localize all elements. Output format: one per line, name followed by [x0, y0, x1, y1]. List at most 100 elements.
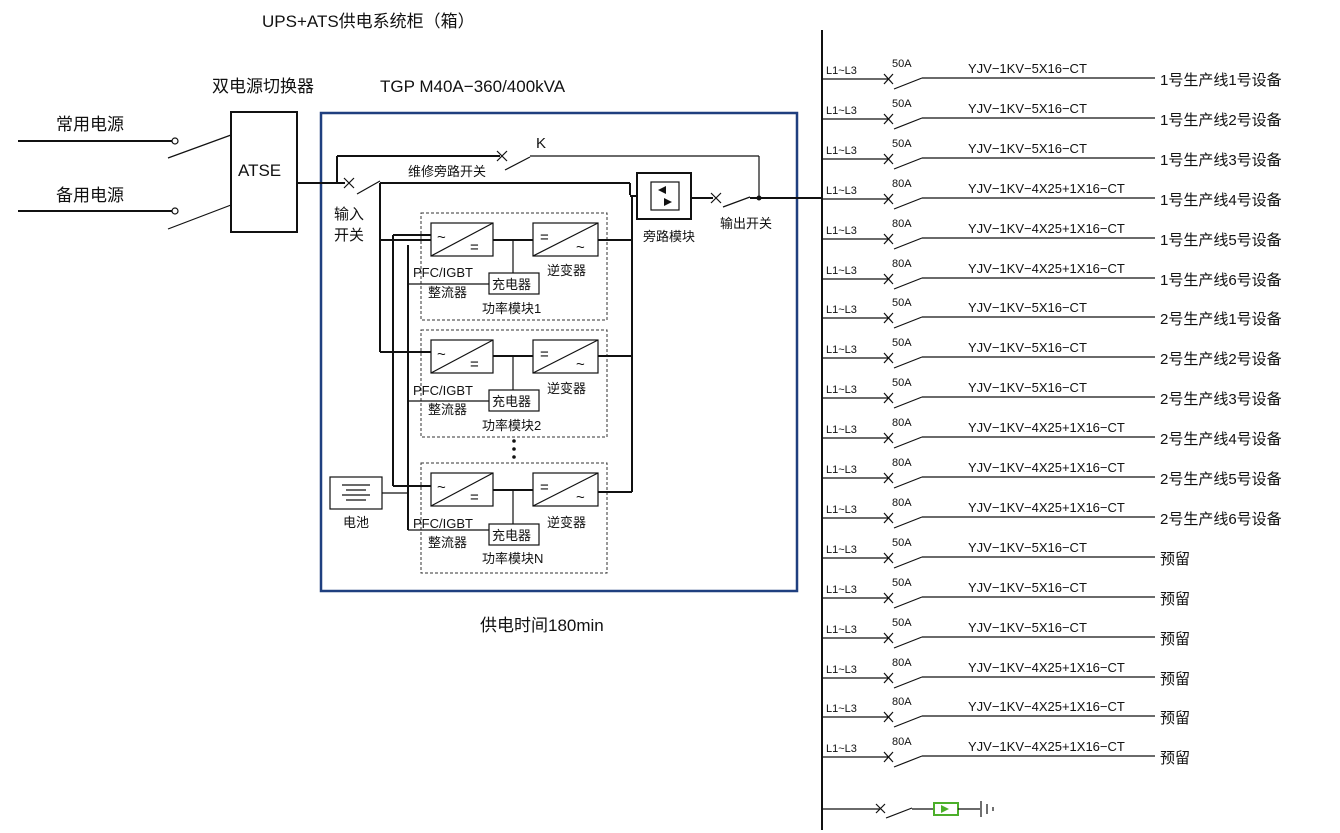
maint-switch-x	[496, 150, 508, 162]
ac-symbol: ~	[437, 229, 446, 246]
feeder-load: 预留	[1160, 631, 1190, 648]
feeder-phase: L1~L3	[826, 424, 857, 436]
dc-symbol: =	[470, 239, 479, 256]
input-switch-blade	[356, 180, 381, 195]
more-dot-1	[512, 439, 516, 443]
feeder-rating: 50A	[892, 98, 912, 110]
breaker-x-icon	[883, 113, 894, 125]
source-normal-terminal	[171, 137, 179, 145]
feeder-rating: 80A	[892, 457, 912, 469]
ups-model: TGP M40A−360/400kVA	[380, 77, 566, 96]
breaker-x-icon	[883, 512, 894, 524]
module-1-inverter-label: 逆变器	[547, 263, 586, 278]
breaker-blade	[893, 715, 923, 728]
feeder-cable: YJV−1KV−5X16−CT	[968, 340, 1087, 355]
maint-switch-blade	[504, 156, 531, 171]
feeder-rating: 50A	[892, 58, 912, 70]
feeder-load: 1号生产线5号设备	[1160, 232, 1282, 249]
feeder-load: 1号生产线2号设备	[1160, 112, 1282, 129]
feeder-rating: 50A	[892, 138, 912, 150]
battery-label: 电池	[343, 515, 369, 530]
module-2-name: 功率模块2	[482, 418, 541, 433]
feeder-cable: YJV−1KV−5X16−CT	[968, 101, 1087, 116]
feeder-phase: L1~L3	[826, 703, 857, 715]
maint-bypass-label: 维修旁路开关	[408, 164, 486, 179]
feeder-cable: YJV−1KV−4X25+1X16−CT	[968, 221, 1125, 236]
more-dot-2	[512, 447, 516, 451]
diagram-title: UPS+ATS供电系统柜（箱）	[262, 12, 475, 31]
ac-symbol: ~	[437, 479, 446, 496]
atse-label: ATSE	[238, 161, 281, 180]
feeder-cable: YJV−1KV−5X16−CT	[968, 141, 1087, 156]
dc-symbol-inv: =	[540, 229, 549, 246]
module-1-rectifier-diag	[430, 222, 494, 257]
breaker-blade	[893, 316, 923, 329]
source-backup-label: 备用电源	[56, 186, 124, 205]
feeder-cable: YJV−1KV−4X25+1X16−CT	[968, 460, 1125, 475]
feeder-load: 预留	[1160, 671, 1190, 688]
breaker-blade	[893, 636, 923, 649]
breaker-x-icon	[883, 352, 894, 364]
source-normal-label: 常用电源	[56, 115, 124, 134]
breaker-blade	[893, 755, 923, 768]
breaker-blade	[893, 516, 923, 529]
feeder-load: 预留	[1160, 551, 1190, 568]
module-1-rectifier-label: PFC/IGBT	[413, 265, 473, 280]
breaker-blade	[893, 237, 923, 250]
feeder-phase: L1~L3	[826, 544, 857, 556]
feeder-rating: 80A	[892, 497, 912, 509]
ac-symbol-inv: ~	[576, 489, 585, 506]
battery-icon	[342, 484, 370, 501]
feeder-phase: L1~L3	[826, 464, 857, 476]
feeder-load: 2号生产线4号设备	[1160, 431, 1282, 448]
feeder-row: L1~L3 50A YJV−1KV−5X16−CT 预留	[822, 537, 1190, 569]
module-n-charger-label: 充电器	[492, 528, 531, 543]
input-switch-x	[343, 177, 355, 189]
breaker-blade	[893, 676, 923, 689]
feeder-load: 1号生产线6号设备	[1160, 272, 1282, 289]
ups-frame	[319, 111, 799, 593]
breaker-x-icon	[883, 632, 894, 644]
feeder-load: 1号生产线4号设备	[1160, 192, 1282, 209]
breaker-blade	[893, 396, 923, 409]
feeder-load: 预留	[1160, 750, 1190, 767]
feeder-phase: L1~L3	[826, 624, 857, 636]
feeder-cable: YJV−1KV−4X25+1X16−CT	[968, 181, 1125, 196]
feeder-cable: YJV−1KV−4X25+1X16−CT	[968, 739, 1125, 754]
feeder-cable: YJV−1KV−5X16−CT	[968, 540, 1087, 555]
feeder-cable: YJV−1KV−5X16−CT	[968, 580, 1087, 595]
power-module-1: ~ = = ~ 充电器 PFC/IGBT 整流器 逆变器 功率模块1	[380, 212, 632, 321]
feeder-rating: 50A	[892, 537, 912, 549]
breaker-blade	[893, 476, 923, 489]
spd-switch-x	[875, 803, 886, 814]
feeder-cable: YJV−1KV−4X25+1X16−CT	[968, 420, 1125, 435]
source-backup-terminal	[171, 207, 179, 215]
feeder-phase: L1~L3	[826, 504, 857, 516]
module-1-charger-label: 充电器	[492, 277, 531, 292]
output-switch-label: 输出开关	[720, 216, 772, 231]
module-2-inverter-diag	[532, 339, 599, 374]
module-2-charger-label: 充电器	[492, 394, 531, 409]
breaker-blade	[893, 157, 923, 170]
feeder-rating: 80A	[892, 218, 912, 230]
feeder-phase: L1~L3	[826, 65, 857, 77]
breaker-x-icon	[883, 233, 894, 245]
breaker-blade	[893, 197, 923, 210]
ac-symbol-inv: ~	[576, 356, 585, 373]
breaker-x-icon	[883, 711, 894, 723]
source-normal-switch	[167, 134, 232, 159]
feeder-cable: YJV−1KV−5X16−CT	[968, 300, 1087, 315]
module-n-inverter-label: 逆变器	[547, 515, 586, 530]
